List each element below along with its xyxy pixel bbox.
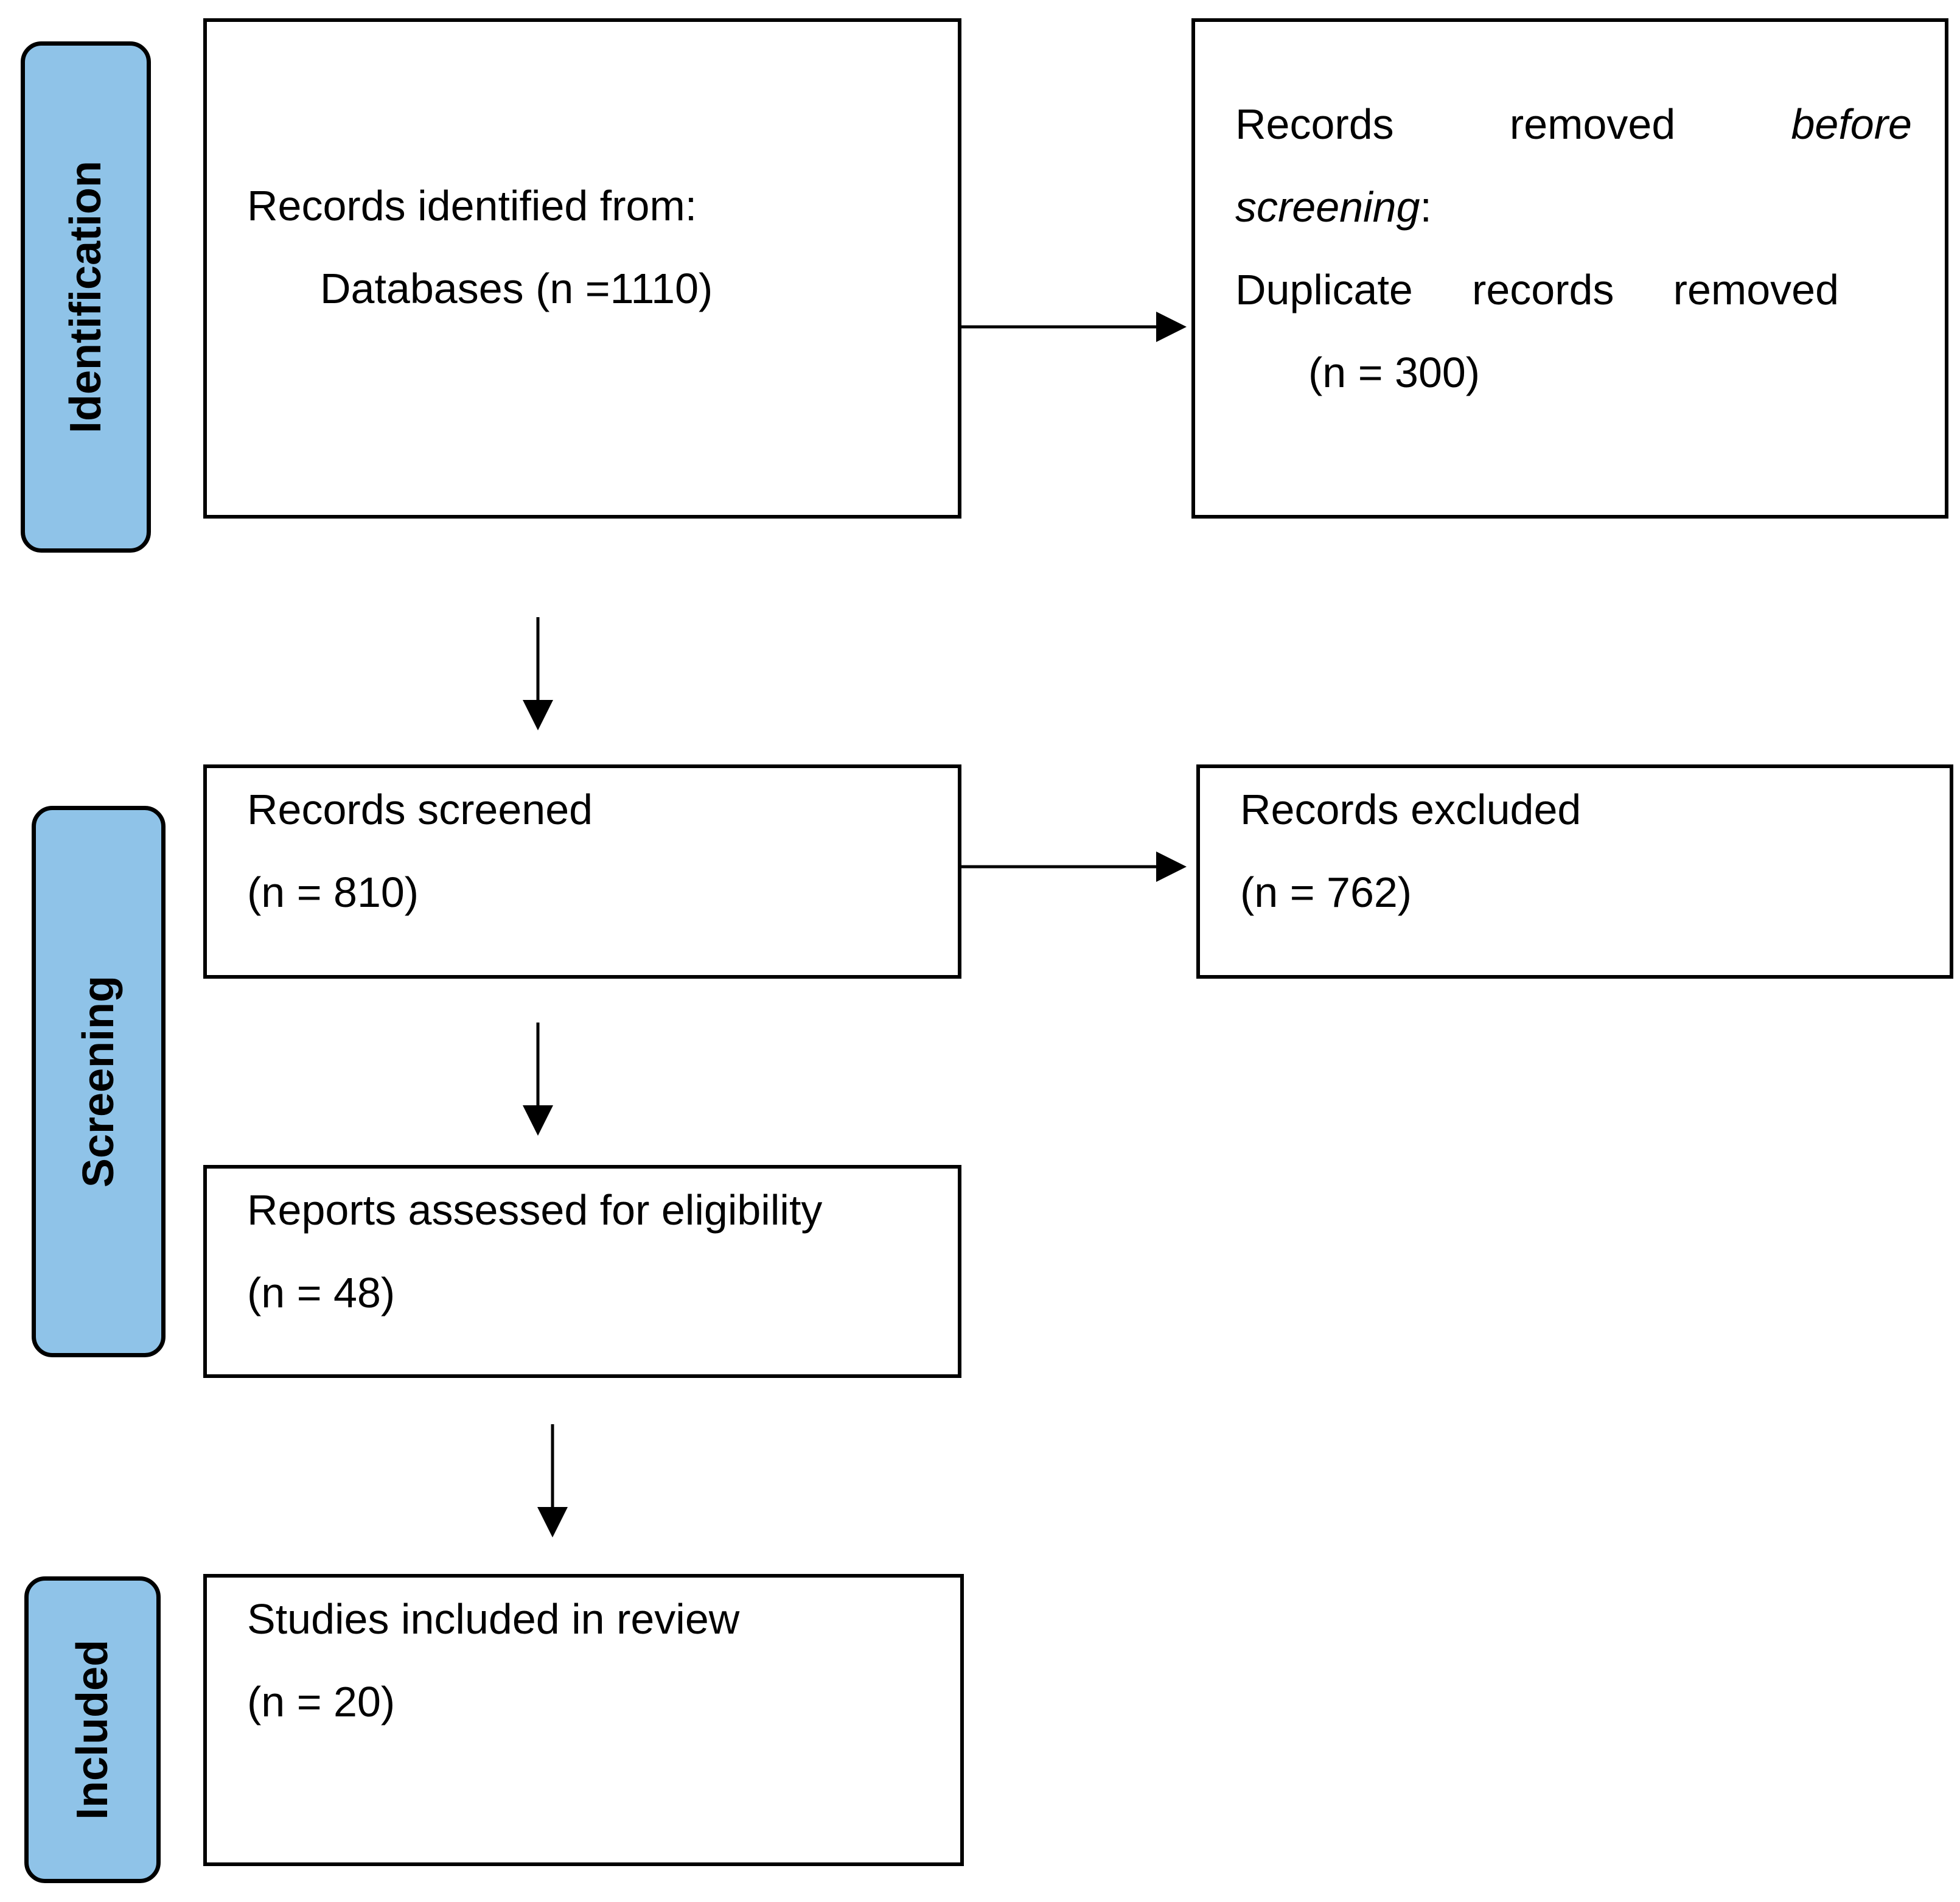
records-removed-word: Records [1235,100,1394,148]
records-removed-box: Records removed before screening: Duplic… [1191,18,1948,519]
reports-assessed-label: Reports assessed for eligibility [247,1186,823,1234]
records-removed-heading-line2: screening: [1235,166,1905,248]
arrow-assessed-to-included [537,1424,568,1537]
duplicate-records-word: records [1472,266,1614,313]
records-excluded-text: Records excluded (n = 762) [1240,768,1581,934]
duplicate-records-line: Duplicate records removed [1235,248,1839,331]
reports-assessed-box: Reports assessed for eligibility (n = 48… [203,1165,961,1378]
reports-assessed-text: Reports assessed for eligibility (n = 48… [247,1169,822,1334]
records-screened-box: Records screened (n = 810) [203,764,961,979]
studies-included-box: Studies included in review (n = 20) [203,1574,964,1866]
phase-label-screening: Screening [32,806,166,1357]
arrow-screened-to-excluded [961,851,1187,882]
records-excluded-label: Records excluded [1240,786,1582,833]
phase-label-identification: Identification [21,41,151,553]
records-removed-word-before: before [1791,100,1912,148]
records-removed-colon: : [1420,183,1432,231]
records-screened-text: Records screened (n = 810) [247,768,593,934]
records-removed-word: removed [1509,100,1676,148]
arrow-screened-to-assessed [523,1023,553,1136]
records-excluded-count: (n = 762) [1240,869,1412,916]
records-identified-heading: Records identified from: [247,182,697,229]
studies-included-text: Studies included in review (n = 20) [247,1578,739,1743]
arrow-identified-to-removed [961,312,1187,342]
records-screened-label: Records screened [247,786,593,833]
duplicate-records-word: removed [1673,266,1839,313]
records-screened-count: (n = 810) [247,869,419,916]
records-removed-word-screening: screening [1235,183,1420,231]
studies-included-label: Studies included in review [247,1595,740,1643]
arrow-identified-to-screened [523,617,553,730]
records-removed-heading-line1: Records removed before [1235,83,1912,166]
records-identified-box: Records identified from: Databases (n =1… [203,18,961,519]
reports-assessed-count: (n = 48) [247,1269,396,1316]
records-identified-databases: Databases (n =1110) [320,265,713,312]
duplicate-records-count: (n = 300) [1308,349,1480,396]
studies-included-count: (n = 20) [247,1678,396,1725]
duplicate-records-word: Duplicate [1235,266,1413,313]
records-excluded-box: Records excluded (n = 762) [1196,764,1953,979]
phase-label-included: Included [24,1576,161,1883]
